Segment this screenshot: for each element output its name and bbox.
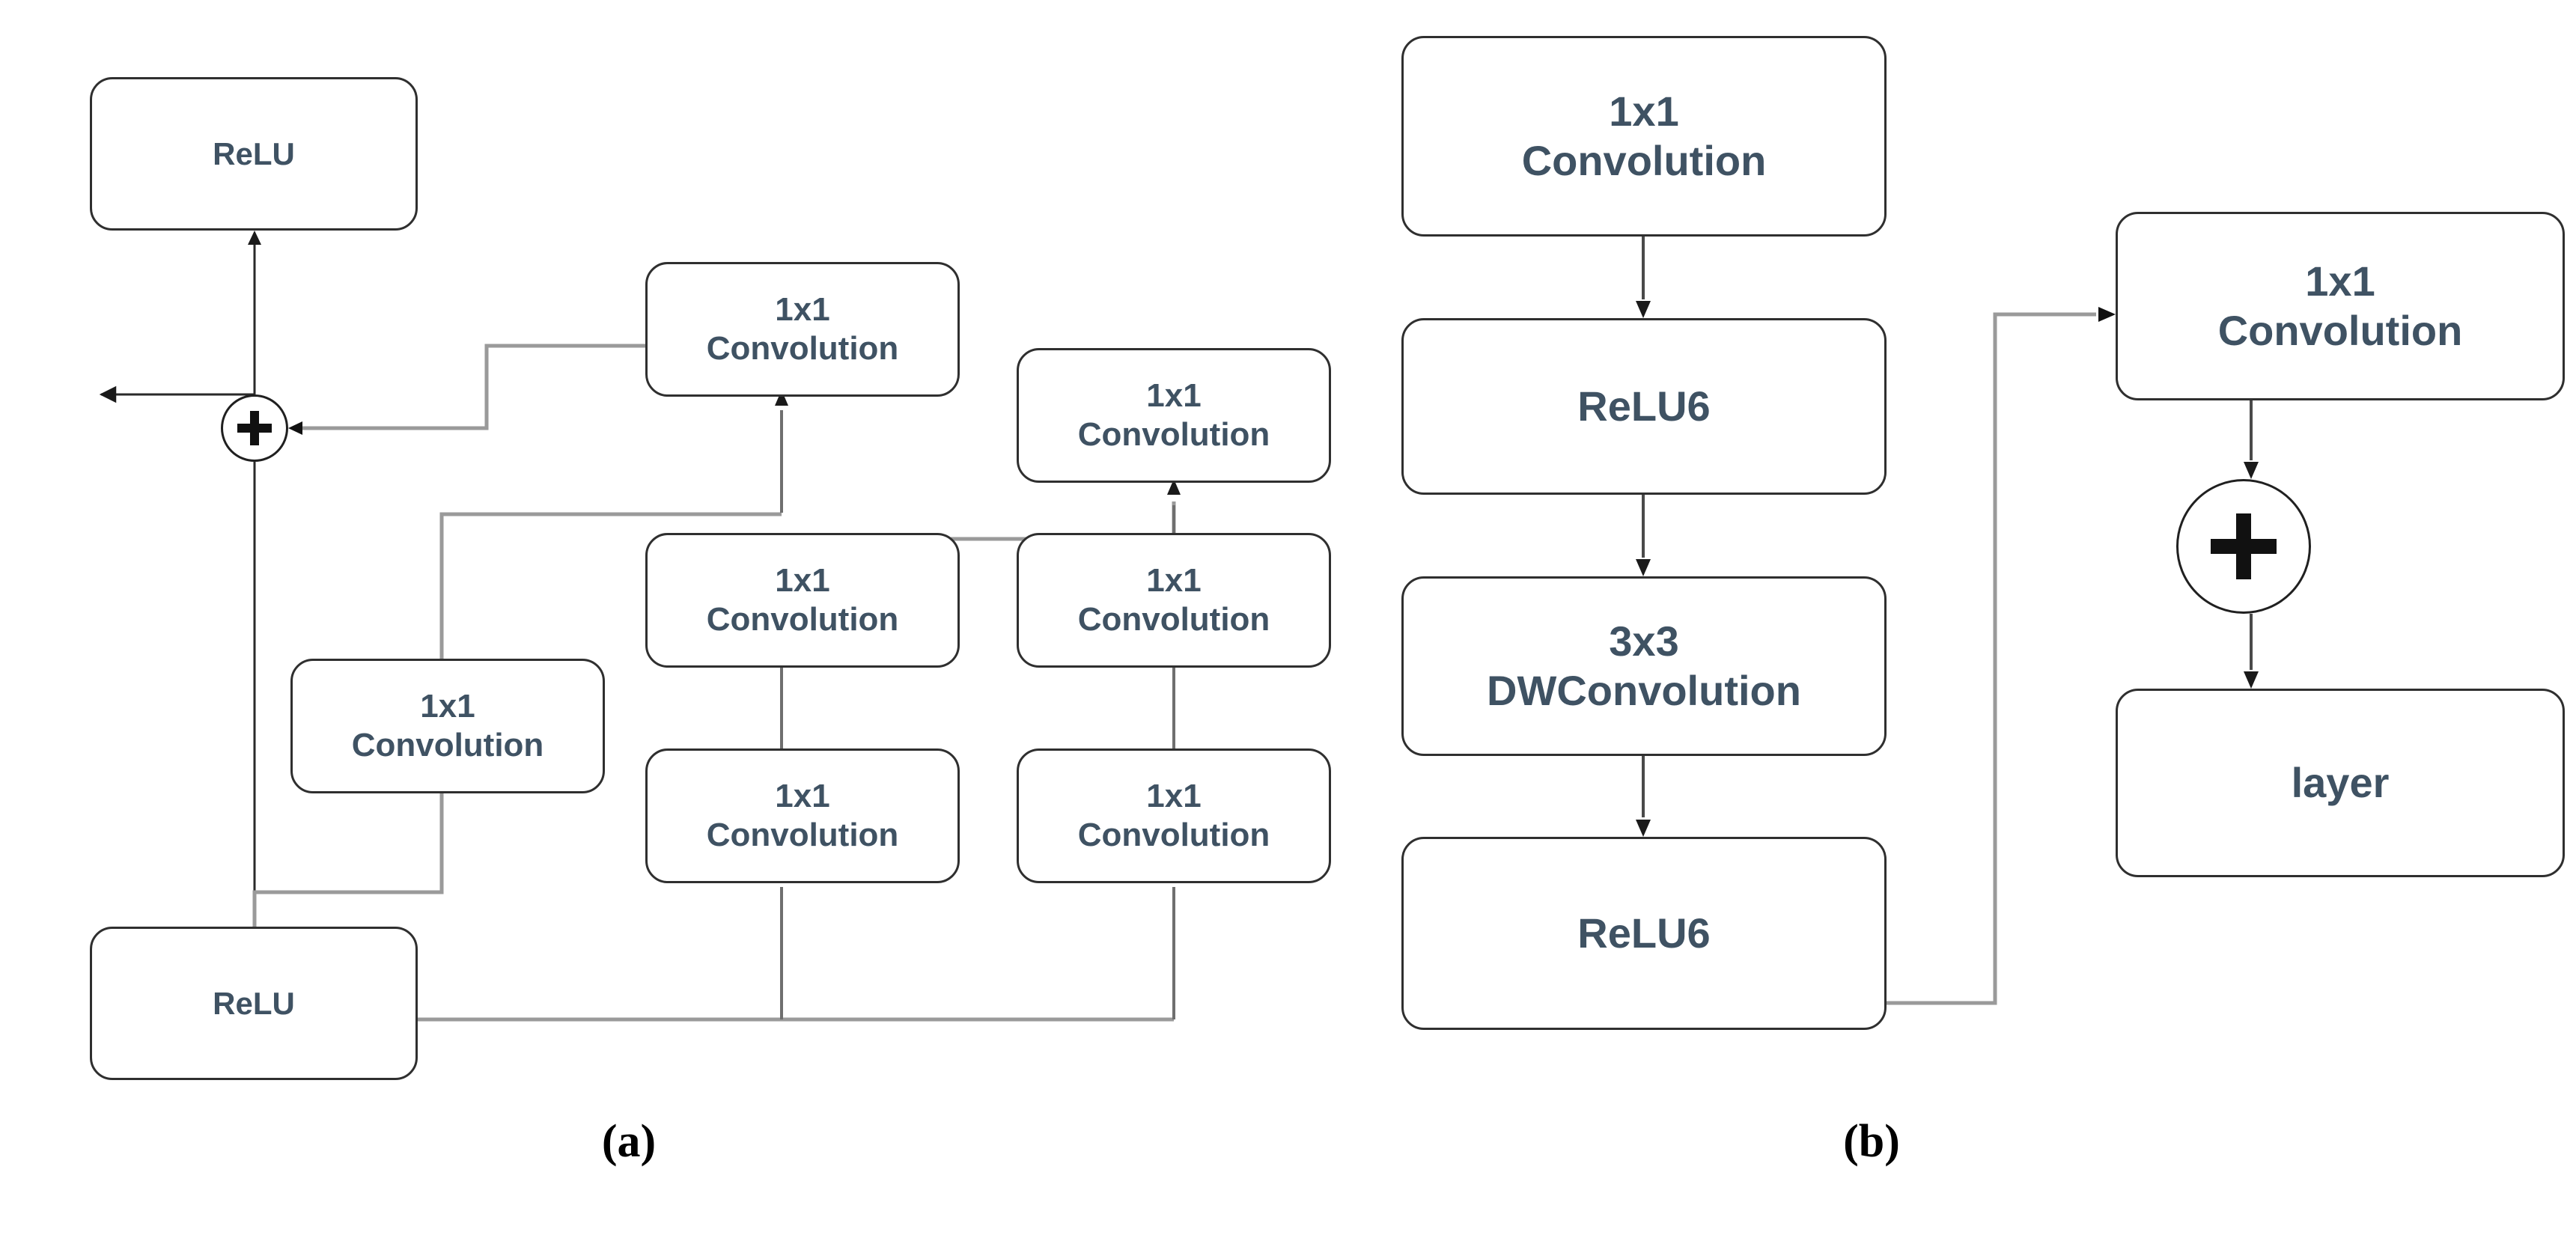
node-relu-top-label: ReLU <box>213 135 295 171</box>
plus-icon-b <box>2211 513 2277 579</box>
node-b-dwconv-3x3[interactable]: 3x3 DWConvolution <box>1401 576 1887 756</box>
node-conv-left[interactable]: 1x1 Convolution <box>290 659 605 793</box>
node-b-layer[interactable]: layer <box>2116 689 2565 877</box>
caption-panel-a: (a) <box>601 1116 657 1167</box>
caption-panel-b: (b) <box>1843 1116 1900 1167</box>
node-conv-mid-middle-line1: 1x1 <box>775 562 830 600</box>
node-conv-right-top-line2: Convolution <box>1077 416 1270 453</box>
edge-convmidtop-to-sum <box>293 344 645 430</box>
node-conv-mid-top-line1: 1x1 <box>775 291 830 329</box>
node-b-relu6-second-label: ReLU6 <box>1577 909 1711 957</box>
node-conv-mid-top-line2: Convolution <box>706 330 899 367</box>
node-conv-mid-top[interactable]: 1x1 Convolution <box>645 262 960 397</box>
arrowhead-sum-right <box>288 421 302 435</box>
node-conv-right-middle-line1: 1x1 <box>1146 562 1202 600</box>
node-b-conv-1x1-out-line1: 1x1 <box>2305 257 2375 305</box>
node-conv-mid-bottom-line2: Convolution <box>706 817 899 853</box>
node-conv-mid-middle[interactable]: 1x1 Convolution <box>645 533 960 668</box>
node-conv-right-middle[interactable]: 1x1 Convolution <box>1017 533 1331 668</box>
node-b-relu6-first-label: ReLU6 <box>1577 382 1711 430</box>
node-addition-b[interactable] <box>2176 479 2311 614</box>
node-b-dwconv-3x3-line1: 3x3 <box>1609 617 1679 665</box>
node-b-dwconv-3x3-line2: DWConvolution <box>1487 667 1801 714</box>
node-b-conv-1x1-out-line2: Convolution <box>2217 307 2463 354</box>
node-addition-a[interactable] <box>221 394 288 462</box>
node-b-conv-1x1-in-line1: 1x1 <box>1609 87 1679 135</box>
plus-icon-a <box>237 411 272 445</box>
node-conv-left-line1: 1x1 <box>420 688 475 725</box>
edge-relubottom-to-convleft <box>252 791 444 927</box>
node-b-conv-1x1-out[interactable]: 1x1 Convolution <box>2116 212 2565 400</box>
edge-b-relu6b-to-conv1x1out <box>1887 312 2096 1005</box>
node-b-conv-1x1-in[interactable]: 1x1 Convolution <box>1401 36 1887 237</box>
node-b-relu6-first[interactable]: ReLU6 <box>1401 318 1887 495</box>
node-relu-bottom[interactable]: ReLU <box>90 927 418 1080</box>
node-conv-right-bottom-line2: Convolution <box>1077 817 1270 853</box>
node-b-conv-1x1-in-line2: Convolution <box>1521 137 1767 184</box>
node-conv-mid-bottom-line1: 1x1 <box>775 778 830 815</box>
node-conv-left-line2: Convolution <box>351 727 544 763</box>
arrowhead-relu-top <box>248 231 261 245</box>
node-conv-right-top-line1: 1x1 <box>1146 377 1202 415</box>
node-conv-right-bottom-line1: 1x1 <box>1146 778 1202 815</box>
node-b-layer-label: layer <box>2291 758 2390 806</box>
node-b-relu6-second[interactable]: ReLU6 <box>1401 837 1887 1030</box>
node-conv-right-top[interactable]: 1x1 Convolution <box>1017 348 1331 483</box>
node-conv-right-middle-line2: Convolution <box>1077 601 1270 638</box>
node-relu-top[interactable]: ReLU <box>90 77 418 231</box>
node-conv-right-bottom[interactable]: 1x1 Convolution <box>1017 748 1331 883</box>
node-conv-mid-middle-line2: Convolution <box>706 601 899 638</box>
node-conv-mid-bottom[interactable]: 1x1 Convolution <box>645 748 960 883</box>
node-relu-bottom-label: ReLU <box>213 985 295 1021</box>
